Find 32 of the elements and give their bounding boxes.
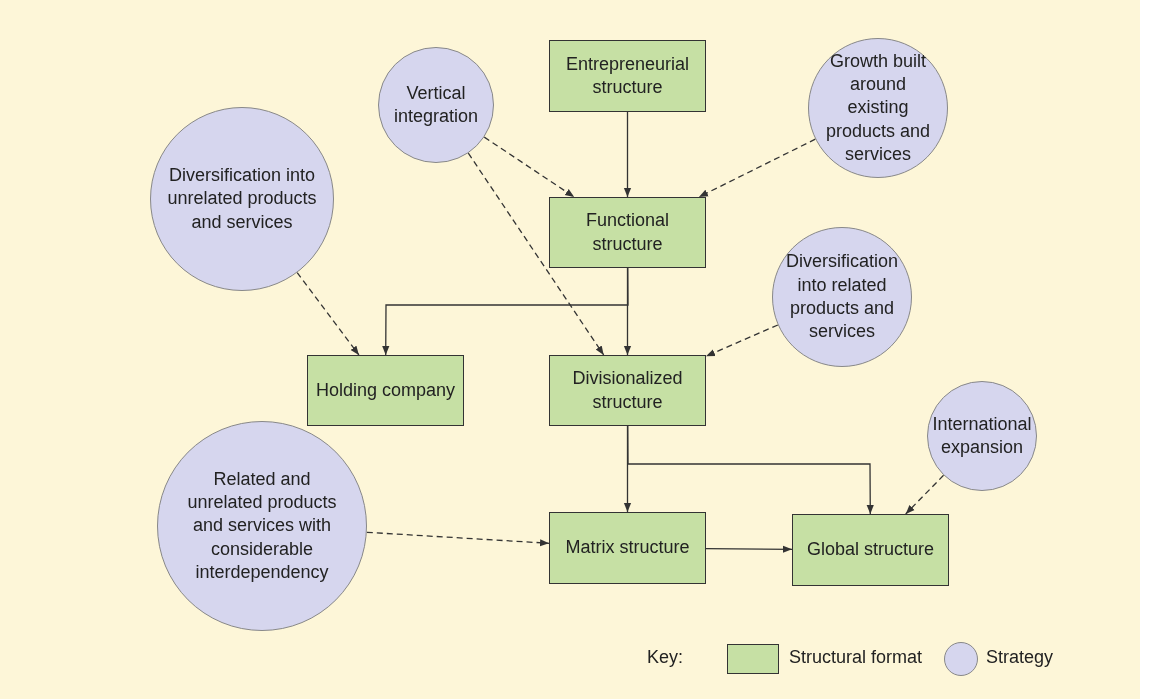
structure-box: [549, 40, 706, 112]
structure-box: [792, 514, 949, 586]
node-label: International expansion: [932, 412, 1032, 459]
dashed-arrow: [467, 152, 605, 356]
node-label: Matrix structure: [565, 536, 690, 560]
legend-label: Structural format: [789, 647, 923, 668]
node-label: Global structure: [806, 538, 935, 562]
node-label: Diversification into unrelated products and services: [166, 163, 318, 234]
structure-box: [549, 512, 706, 584]
dashed-arrow: [705, 324, 779, 357]
dashed-arrow: [366, 531, 550, 547]
dashed-arrow: [483, 136, 575, 198]
arrow: [627, 425, 874, 515]
key-label: Key:: [647, 647, 684, 668]
node-label: Growth built around existing products and services: [824, 49, 932, 167]
node-label: Holding company: [315, 378, 456, 402]
dashed-arrow: [905, 474, 945, 515]
arrow: [623, 111, 632, 198]
node-label: Entrepreneurial structure: [564, 52, 691, 99]
structure-box: [307, 355, 464, 426]
node-label: Divisionalized structure: [571, 367, 684, 414]
structure-box: [549, 197, 706, 268]
node-label: Diversification into related products and services: [784, 250, 899, 344]
node-label: Vertical integration: [392, 81, 480, 128]
dashed-arrow: [296, 271, 360, 356]
legend-label: Strategy: [986, 647, 1054, 668]
dashed-arrow: [698, 138, 816, 198]
arrow: [705, 545, 793, 553]
node-label: Functional structure: [584, 209, 671, 256]
node-label: Related and unrelated products and services with considerable interdependency: [186, 467, 338, 585]
arrow: [623, 267, 632, 356]
structure-box: [549, 355, 706, 426]
